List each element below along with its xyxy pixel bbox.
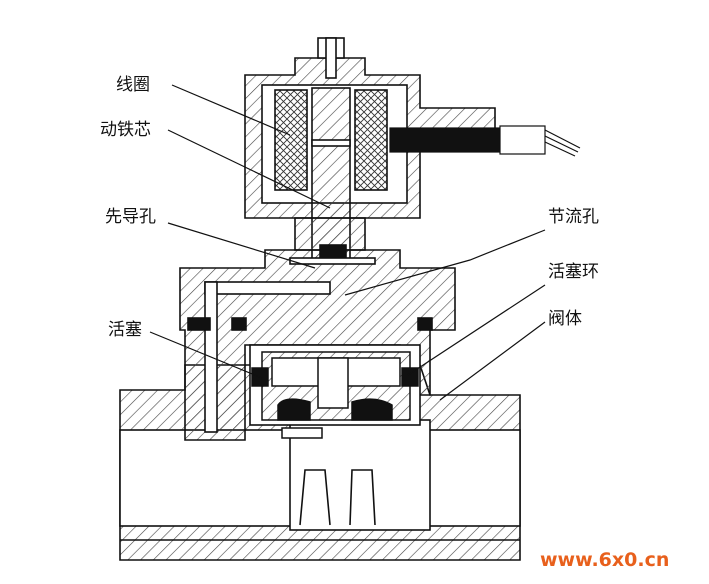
label-valve-body: 阀体 — [548, 309, 582, 329]
solenoid-housing — [244, 37, 496, 265]
label-piston: 活塞 — [108, 320, 142, 340]
label-throttle-hole: 节流孔 — [548, 207, 599, 227]
piston — [251, 351, 419, 439]
label-piston-ring: 活塞环 — [548, 262, 599, 282]
cable — [389, 125, 581, 157]
label-coil: 线圈 — [116, 75, 150, 95]
label-pilot-hole: 先导孔 — [105, 207, 156, 227]
label-plunger: 动铁芯 — [100, 120, 151, 140]
leader-lines — [149, 84, 546, 401]
watermark: www.6x0.cn — [540, 549, 669, 571]
